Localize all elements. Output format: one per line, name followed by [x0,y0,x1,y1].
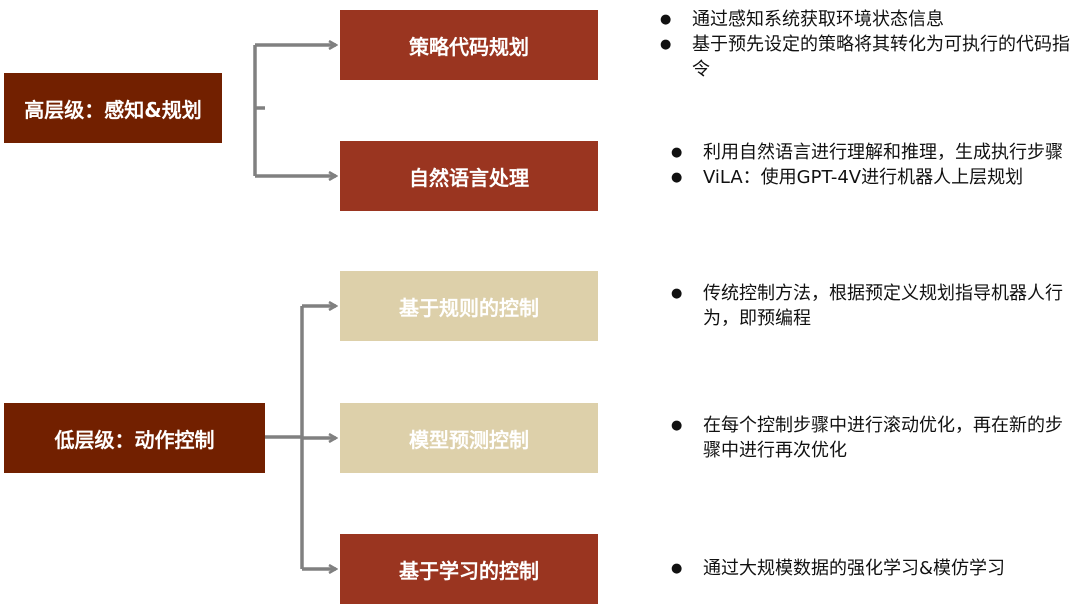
bullet: 传统控制方法，根据预定义规划指导机器人行为，即预编程 [671,281,1076,331]
desc-policy-code: 通过感知系统获取环境状态信息 基于预先设定的策略将其转化为可执行的代码指令 [660,7,1080,82]
policy-code-planning-box: 策略代码规划 [340,10,598,80]
bullet: 通过大规模数据的强化学习&模仿学习 [671,556,1076,581]
desc-nlp: 利用自然语言进行理解和推理，生成执行步骤 ViLA：使用GPT-4V进行机器人上… [671,140,1076,190]
low-level-box: 低层级：动作控制 [4,403,265,473]
desc-mpc: 在每个控制步骤中进行滚动优化，再在新的步骤中进行再次优化 [671,413,1076,463]
bullet: 在每个控制步骤中进行滚动优化，再在新的步骤中进行再次优化 [671,413,1076,463]
mpc-box: 模型预测控制 [340,403,598,473]
desc-rule-based: 传统控制方法，根据预定义规划指导机器人行为，即预编程 [671,281,1076,331]
nlp-box: 自然语言处理 [340,141,598,211]
bullet: ViLA：使用GPT-4V进行机器人上层规划 [671,165,1076,190]
bullet: 利用自然语言进行理解和推理，生成执行步骤 [671,140,1076,165]
bullet: 基于预先设定的策略将其转化为可执行的代码指令 [660,32,1080,82]
learning-control-box: 基于学习的控制 [340,534,598,604]
bullet: 通过感知系统获取环境状态信息 [660,7,1080,32]
rule-based-control-box: 基于规则的控制 [340,271,598,341]
high-level-box: 高层级：感知&规划 [4,73,222,143]
desc-learning: 通过大规模数据的强化学习&模仿学习 [671,556,1076,581]
